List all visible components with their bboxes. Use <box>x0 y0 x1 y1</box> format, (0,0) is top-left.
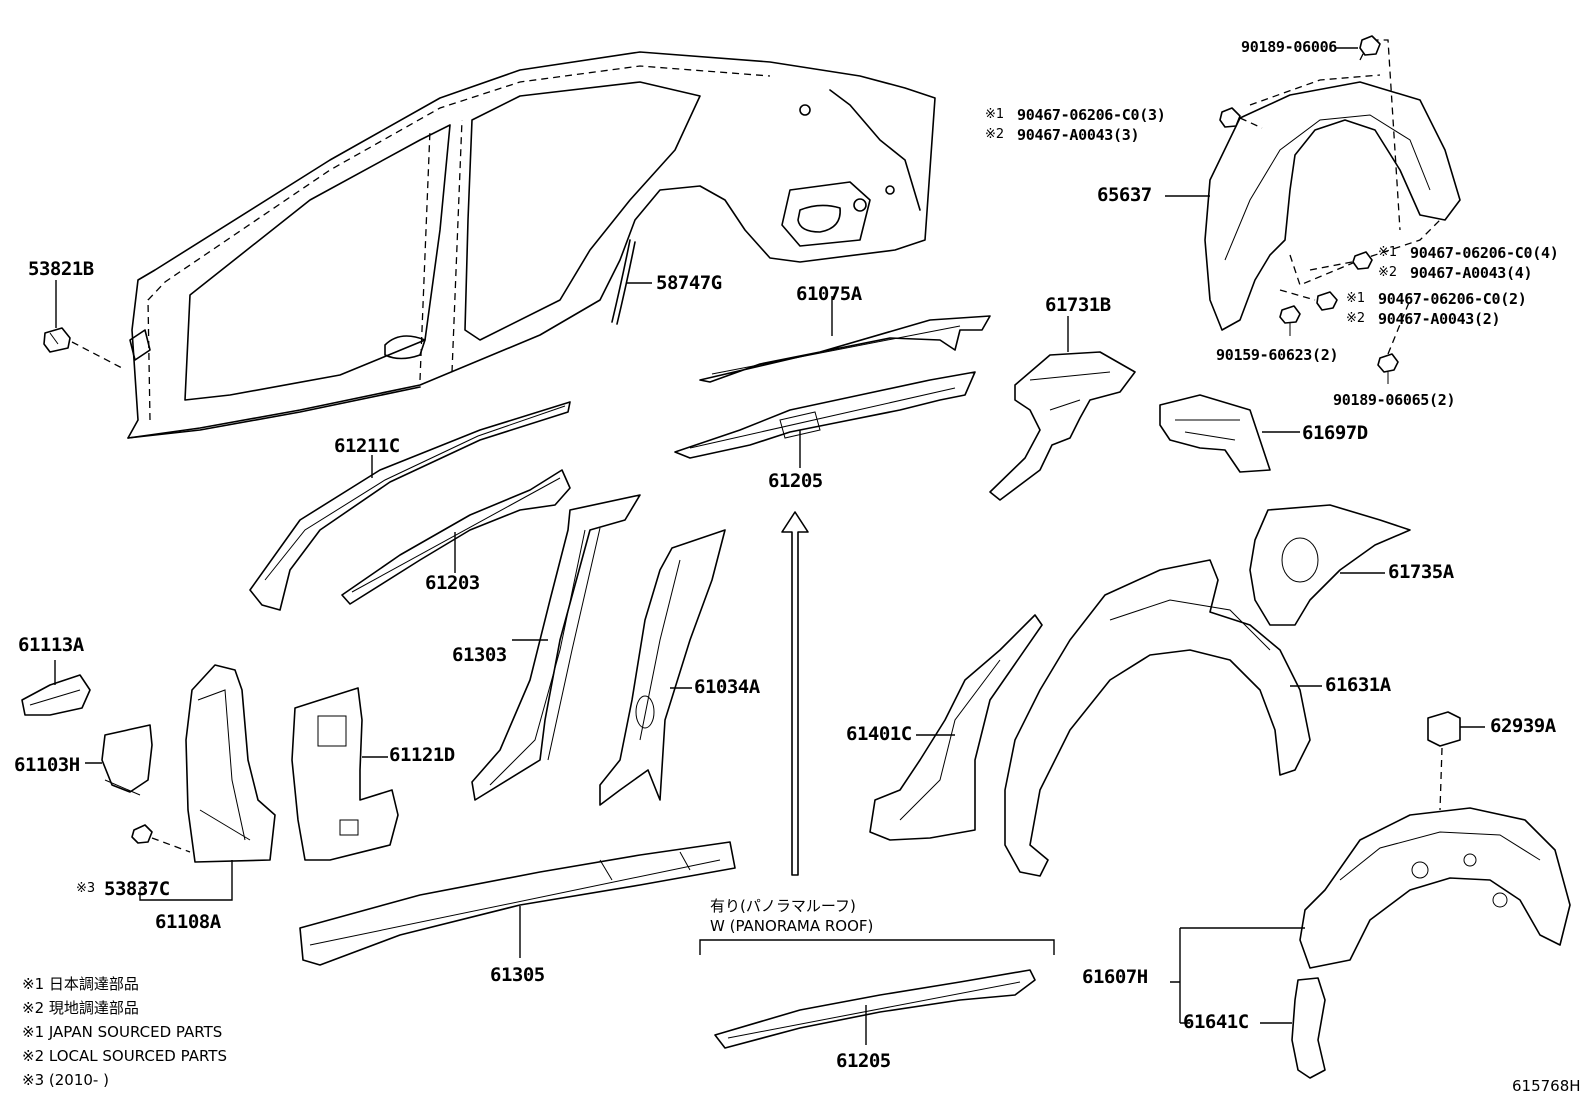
label-61697D: 61697D <box>1302 422 1368 444</box>
legend-line-5: ※3 (2010- ) <box>22 1071 109 1089</box>
fastener-label-90189-06065: 90189-06065(2) <box>1333 391 1456 409</box>
panel-61401C <box>869 614 1043 841</box>
label-61211C: 61211C <box>334 435 400 457</box>
panorama-arrow <box>781 511 809 876</box>
label-61731B: 61731B <box>1045 294 1111 316</box>
mark-1-c: ※1 <box>1346 291 1366 306</box>
fastener-label-f2b: 90467-A0043(3) <box>1017 126 1140 144</box>
mark-1-b: ※1 <box>1378 245 1398 260</box>
rail-61203 <box>341 469 571 605</box>
fastener-label-90159-60623: 90159-60623(2) <box>1216 346 1339 364</box>
label-61205-upper: 61205 <box>768 470 823 492</box>
label-61121D: 61121D <box>389 744 455 766</box>
legend-line-3: ※1 JAPAN SOURCED PARTS <box>22 1023 223 1041</box>
weatherstrip-58747G <box>611 239 652 325</box>
label-61401C: 61401C <box>846 723 912 745</box>
label-61113A: 61113A <box>18 634 84 656</box>
label-61034A: 61034A <box>694 676 760 698</box>
liner-65637 <box>1165 39 1461 331</box>
panel-61697D <box>1159 394 1300 473</box>
block-62939A <box>1427 711 1485 811</box>
fastener-label-90189-06006: 90189-06006 <box>1241 38 1338 56</box>
label-53837C: 53837C <box>104 878 170 900</box>
wheelhouse-61607H <box>1170 807 1571 1024</box>
roof-rail-61075A <box>699 296 991 383</box>
panel-61731B <box>989 316 1136 501</box>
mark-2-a: ※2 <box>985 127 1005 142</box>
label-61303: 61303 <box>452 644 507 666</box>
label-61305: 61305 <box>490 964 545 986</box>
mark-2-b: ※2 <box>1378 265 1398 280</box>
diagram-code: 615768H <box>1512 1077 1581 1095</box>
label-61631A: 61631A <box>1325 674 1391 696</box>
label-61108A: 61108A <box>155 911 221 933</box>
panorama-note-en: W (PANORAMA ROOF) <box>710 917 874 935</box>
legend-line-2: ※2 現地調達部品 <box>22 999 139 1017</box>
legend-line-1: ※1 日本調達部品 <box>22 975 139 993</box>
clip-53837C <box>131 824 191 853</box>
pillar-61303 <box>471 494 641 801</box>
fastener-label-f3b: 90467-A0043(4) <box>1410 264 1533 282</box>
fastener-label-f4a: 90467-06206-C0(2) <box>1378 290 1527 308</box>
panel-61121D <box>291 687 399 861</box>
pillar-61034A <box>599 529 726 806</box>
label-61641C: 61641C <box>1183 1011 1249 1033</box>
body-side-outer-panel <box>127 51 936 439</box>
fastener-label-f4b: 90467-A0043(2) <box>1378 310 1501 328</box>
label-61075A: 61075A <box>796 283 862 305</box>
mark-1-a: ※1 <box>985 107 1005 122</box>
label-61103H: 61103H <box>14 754 80 776</box>
roof-side-inner-61205-upper <box>674 371 976 468</box>
bracket-61641C <box>1260 977 1326 1079</box>
label-58747G: 58747G <box>656 272 722 294</box>
fastener-label-f2a: 90467-06206-C0(3) <box>1017 106 1166 124</box>
label-61735A: 61735A <box>1388 561 1454 583</box>
rocker-61305 <box>299 841 736 966</box>
panorama-bracket <box>699 939 1055 955</box>
panorama-note-jp: 有り(パノラマルーフ) <box>710 897 856 915</box>
label-61607H: 61607H <box>1082 966 1148 988</box>
bracket-61113A <box>21 660 91 716</box>
fastener-icons <box>1219 35 1411 384</box>
label-53821B: 53821B <box>28 258 94 280</box>
fastener-label-f3a: 90467-06206-C0(4) <box>1410 244 1559 262</box>
bracket-61103H <box>85 724 153 796</box>
label-62939A: 62939A <box>1490 715 1556 737</box>
label-61203: 61203 <box>425 572 480 594</box>
clip-53821B <box>43 280 123 369</box>
panel-61735A <box>1249 504 1411 626</box>
mark-2-c: ※2 <box>1346 311 1366 326</box>
legend-line-4: ※2 LOCAL SOURCED PARTS <box>22 1047 227 1065</box>
pillar-61108A <box>139 664 276 901</box>
roof-side-inner-61205-lower <box>714 969 1036 1049</box>
label-61205-lower: 61205 <box>836 1050 891 1072</box>
wheelhouse-61631A <box>1004 559 1322 877</box>
rail-61211C <box>249 401 571 611</box>
label-65637: 65637 <box>1097 184 1152 206</box>
mark-3: ※3 <box>76 881 96 896</box>
